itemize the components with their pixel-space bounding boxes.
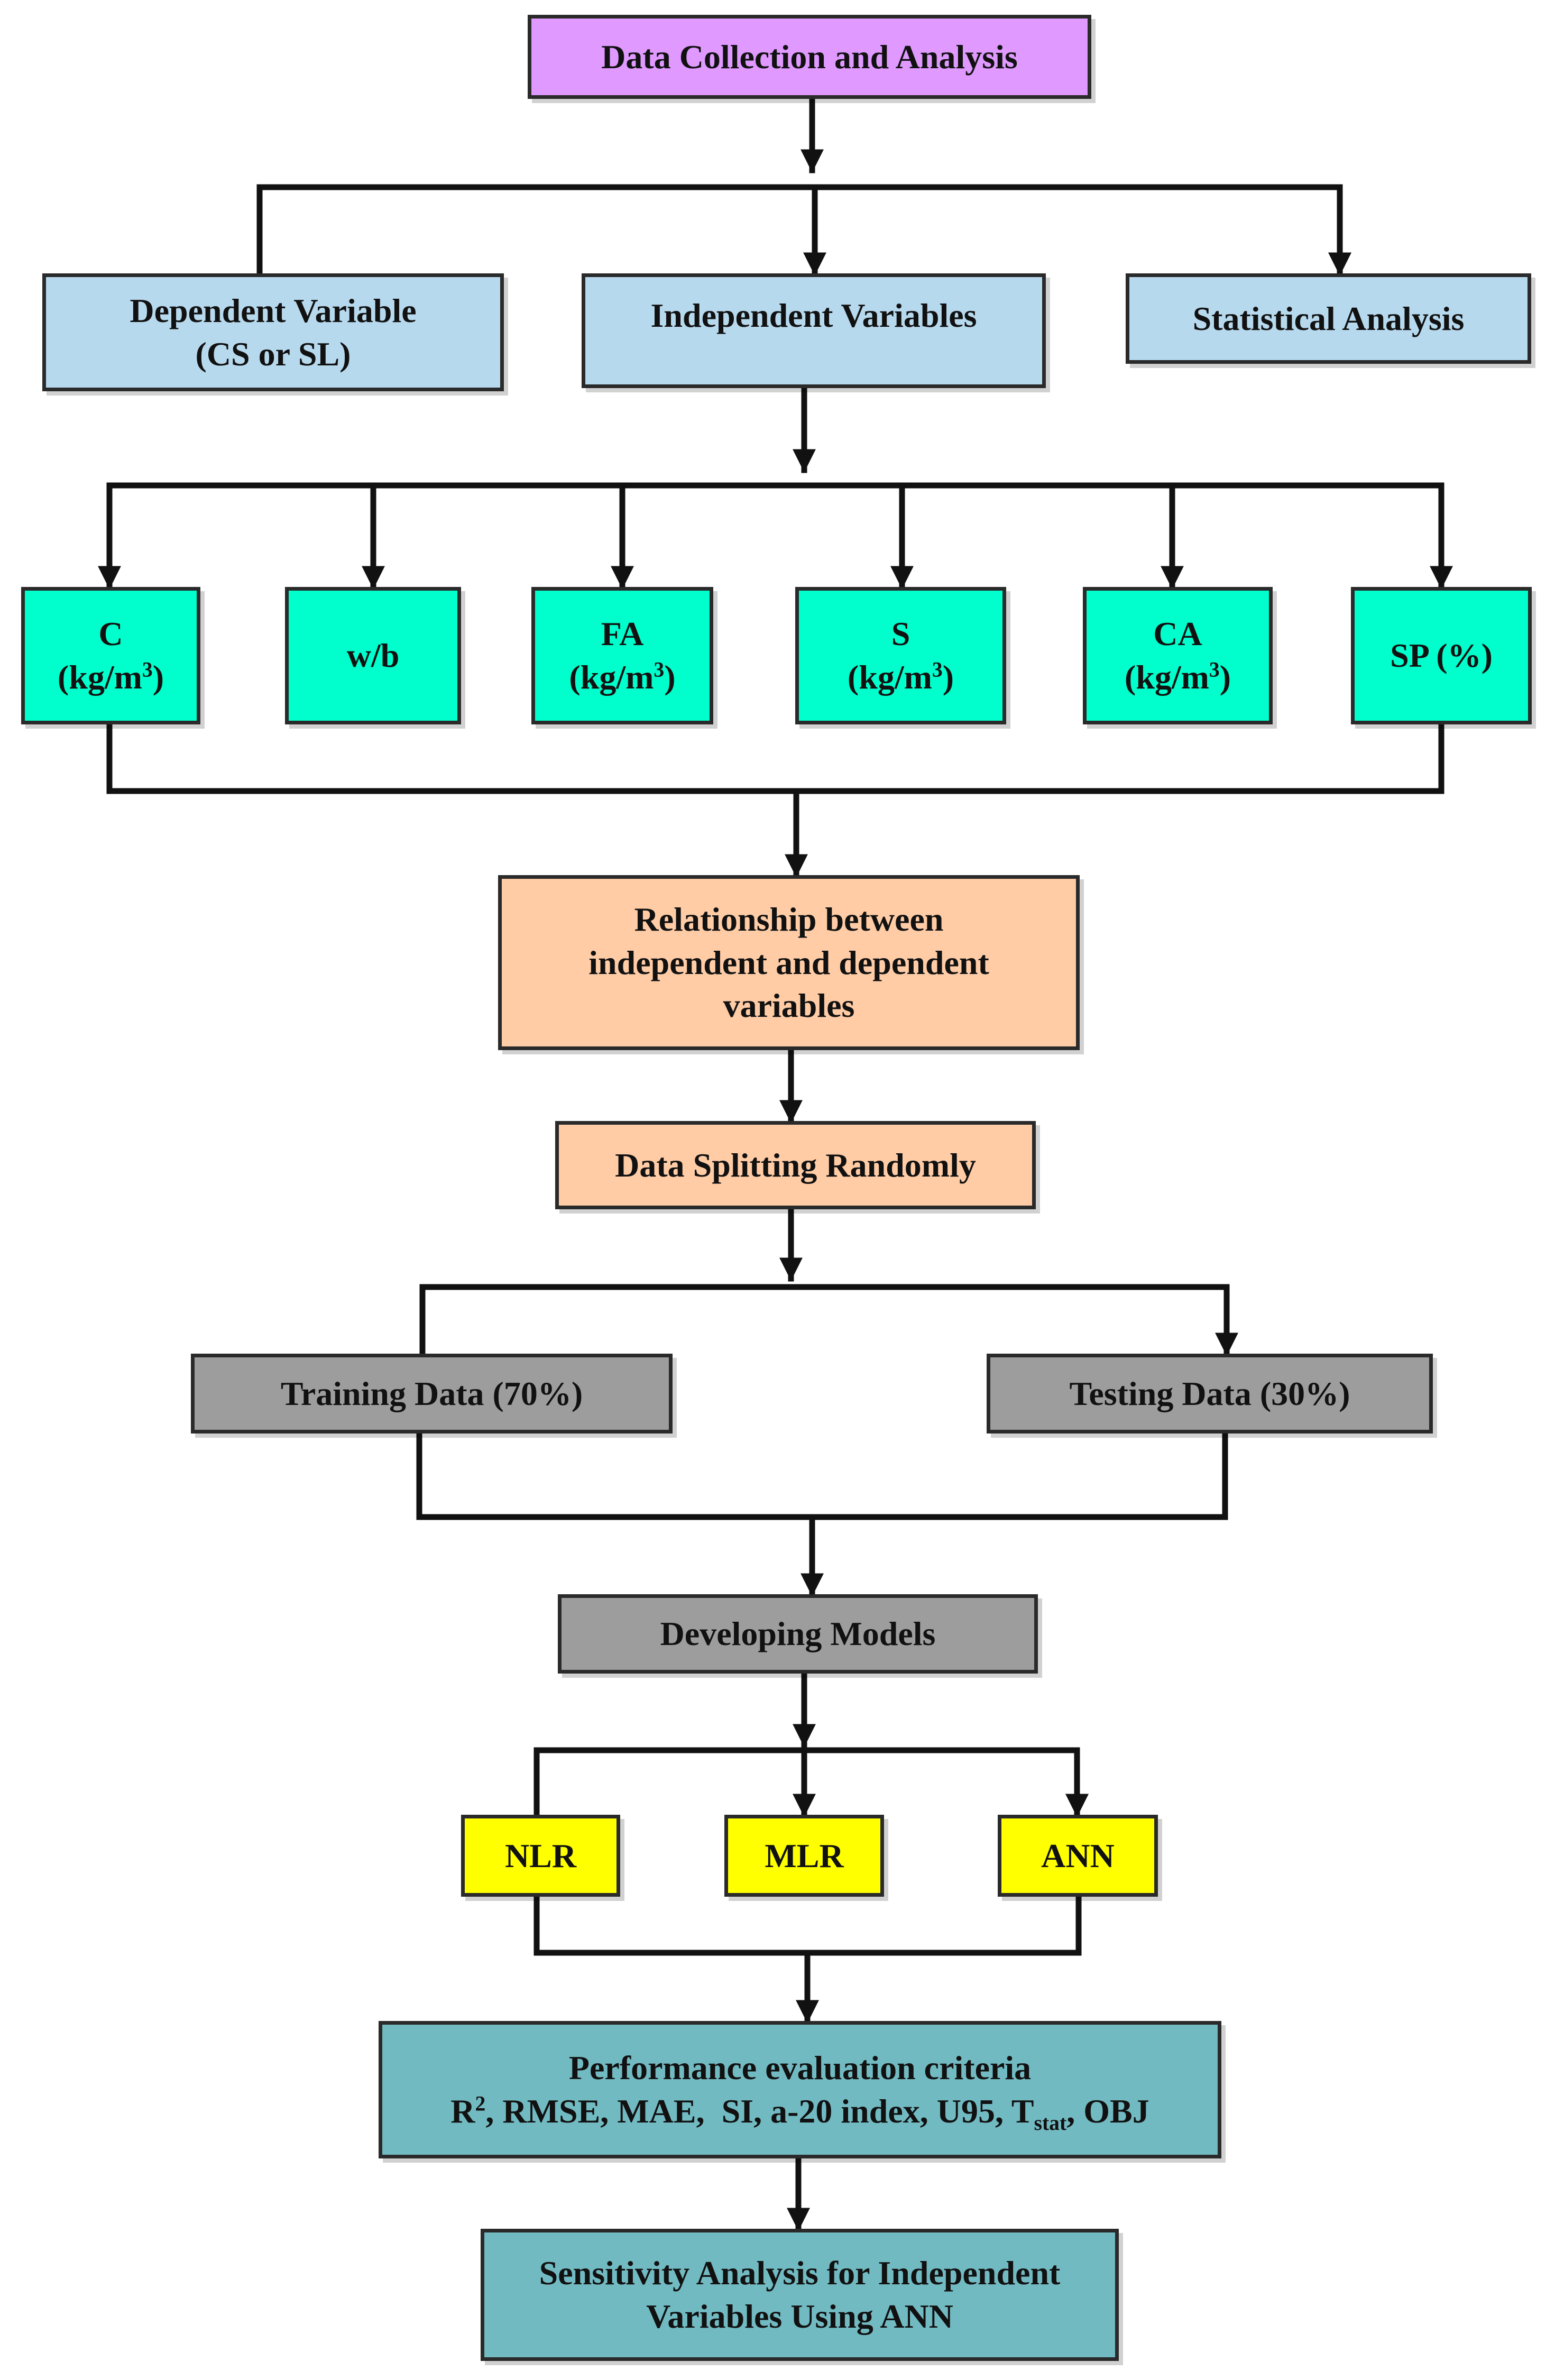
input-ca-node: CA (kg/m3)	[1083, 587, 1273, 724]
training-data-label: Training Data (70%)	[280, 1374, 583, 1412]
training-data-node: Training Data (70%)	[191, 1354, 673, 1433]
input-s-unit: (kg/m3)	[847, 658, 954, 696]
data-collection-label: Data Collection and Analysis	[601, 38, 1018, 76]
mlr-label: MLR	[765, 1836, 844, 1874]
performance-label: Performance evaluation criteria	[568, 2049, 1032, 2087]
dependent-variable-label: Dependent Variable	[130, 291, 417, 329]
developing-models-node: Developing Models	[558, 1594, 1038, 1674]
input-sp-node: SP (%)	[1351, 587, 1532, 724]
relationship-label-2: independent and dependent	[588, 943, 989, 981]
input-wb-label: w/b	[346, 637, 400, 675]
input-ca-label: CA	[1153, 615, 1202, 653]
input-fa-node: FA (kg/m3)	[531, 587, 713, 724]
testing-data-node: Testing Data (30%)	[987, 1354, 1433, 1433]
input-sp-label: SP (%)	[1390, 637, 1493, 675]
input-c-unit: (kg/m3)	[57, 658, 164, 696]
input-fa-unit: (kg/m3)	[569, 658, 676, 696]
statistical-analysis-node: Statistical Analysis	[1126, 273, 1531, 364]
statistical-analysis-label: Statistical Analysis	[1192, 299, 1465, 337]
mlr-node: MLR	[724, 1815, 884, 1897]
ann-node: ANN	[998, 1815, 1158, 1897]
independent-variables-node: Independent Variables	[582, 273, 1046, 388]
sensitivity-label-1: Sensitivity Analysis for Independent	[539, 2254, 1061, 2292]
data-collection-node: Data Collection and Analysis	[528, 15, 1091, 99]
performance-metrics: R2, RMSE, MAE, SI, a-20 index, U95, Tsta…	[450, 2092, 1149, 2135]
sensitivity-label-2: Variables Using ANN	[646, 2298, 953, 2335]
input-wb-node: w/b	[285, 587, 461, 724]
sensitivity-node: Sensitivity Analysis for Independent Var…	[481, 2229, 1119, 2361]
relationship-label-3: variables	[723, 987, 855, 1025]
independent-variables-label: Independent Variables	[650, 297, 977, 334]
ann-label: ANN	[1041, 1836, 1115, 1874]
nlr-node: NLR	[461, 1815, 620, 1897]
dependent-variable-sublabel: (CS or SL)	[195, 335, 351, 373]
input-fa-label: FA	[601, 615, 644, 653]
input-s-node: S (kg/m3)	[795, 587, 1006, 724]
input-c-node: C (kg/m3)	[21, 587, 200, 724]
dependent-variable-node: Dependent Variable (CS or SL)	[42, 273, 504, 391]
performance-node: Performance evaluation criteria R2, RMSE…	[379, 2021, 1221, 2158]
input-s-label: S	[891, 615, 910, 653]
data-splitting-label: Data Splitting Randomly	[615, 1146, 976, 1184]
relationship-node: Relationship between independent and dep…	[498, 875, 1080, 1050]
developing-models-label: Developing Models	[660, 1615, 936, 1653]
relationship-label-1: Relationship between	[634, 900, 944, 938]
input-c-label: C	[98, 615, 123, 653]
testing-data-label: Testing Data (30%)	[1069, 1374, 1350, 1412]
input-ca-unit: (kg/m3)	[1124, 658, 1231, 696]
data-splitting-node: Data Splitting Randomly	[555, 1121, 1036, 1209]
nlr-label: NLR	[504, 1836, 577, 1874]
